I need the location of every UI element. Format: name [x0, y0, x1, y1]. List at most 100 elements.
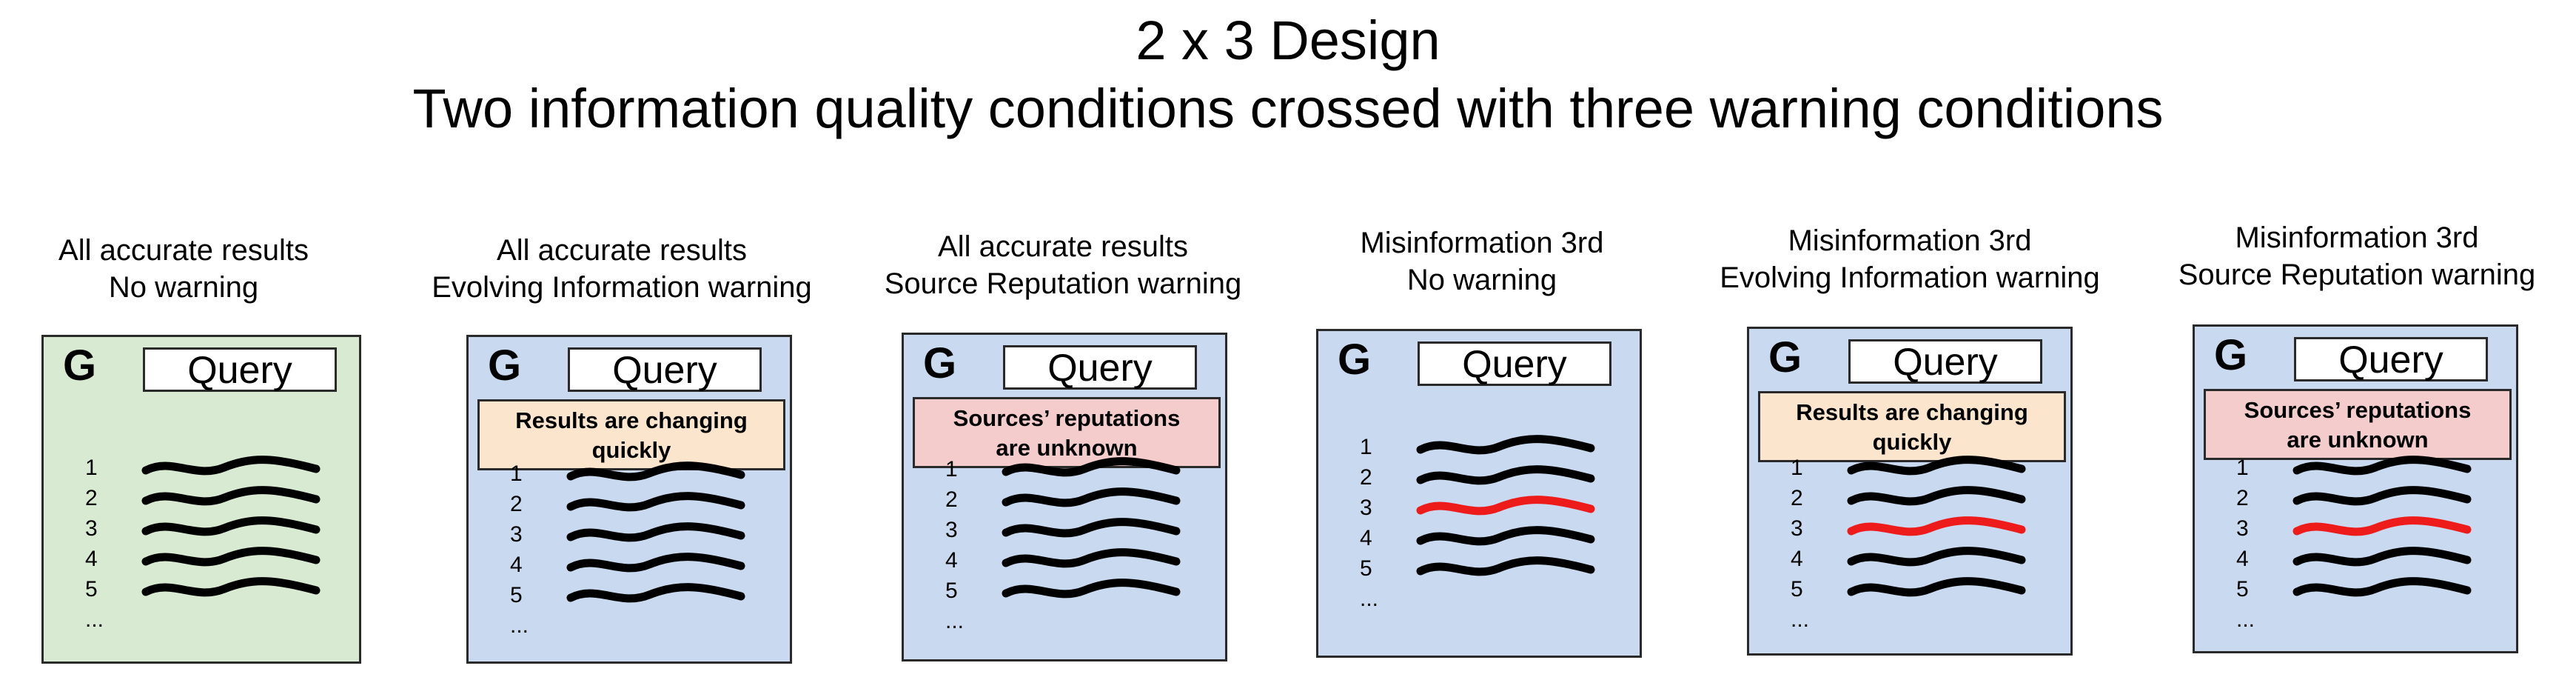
result-line — [141, 547, 321, 567]
rank-number: 5 — [2236, 577, 2249, 601]
warning-text: Results are changing — [1796, 399, 2028, 425]
result-lines — [2292, 456, 2472, 597]
rank-number: 1 — [85, 456, 98, 480]
result-line — [566, 461, 745, 481]
result-line — [2292, 486, 2472, 506]
warning-text: Sources’ reputations — [953, 405, 1181, 431]
rank-number: 4 — [1360, 526, 1372, 550]
warning-banner: Results are changing quickly — [477, 399, 785, 470]
result-lines — [1416, 435, 1595, 576]
result-line — [1002, 457, 1181, 477]
condition-label: All accurate results No warning — [0, 232, 480, 306]
query-box: Query — [1003, 345, 1197, 390]
query-box: Query — [1418, 341, 1611, 386]
condition-quality-label: Misinformation 3rd — [1788, 224, 2032, 257]
rank-number: 3 — [85, 516, 98, 541]
rank-number: 5 — [510, 583, 523, 607]
condition-warning-label: No warning — [1406, 264, 1557, 296]
query-box: Query — [143, 347, 337, 392]
result-lines — [1002, 457, 1181, 599]
condition-quality-label: Misinformation 3rd — [2235, 221, 2479, 254]
rank-number: 3 — [2236, 516, 2249, 541]
rank-number: 2 — [85, 486, 98, 510]
search-logo: G — [2214, 331, 2248, 379]
result-line — [1416, 435, 1595, 455]
rank-number: ... — [1360, 587, 1379, 611]
result-lines — [141, 456, 321, 597]
rank-number: ... — [510, 613, 529, 638]
rank-number: 2 — [510, 492, 523, 516]
result-line — [2292, 456, 2472, 476]
rank-number: 4 — [945, 548, 958, 573]
rank-number: 4 — [1791, 547, 1803, 571]
condition-warning-label: No warning — [108, 271, 259, 304]
rank-number: 1 — [2236, 456, 2249, 480]
condition-quality-label: All accurate results — [58, 234, 309, 267]
condition-warning-label: Evolving Information warning — [1720, 261, 2100, 294]
query-box: Query — [2294, 337, 2488, 381]
warning-text: quickly — [591, 437, 671, 463]
result-line — [141, 577, 321, 597]
result-lines — [566, 461, 745, 603]
query-box: Query — [1848, 339, 2042, 384]
rank-number: 2 — [1791, 486, 1803, 510]
result-line — [2292, 577, 2472, 597]
search-logo: G — [1768, 333, 1802, 381]
rank-number: 1 — [1791, 456, 1803, 480]
misinformation-result-line — [1847, 516, 2026, 536]
rank-number: 2 — [945, 487, 958, 512]
result-line — [1416, 465, 1595, 485]
diagram-title: 2 x 3 Design — [1136, 10, 1440, 71]
warning-text: Sources’ reputations — [2244, 397, 2472, 423]
warning-text: quickly — [1872, 429, 1952, 455]
condition-label: Misinformation 3rd No warning — [1186, 224, 1778, 299]
condition-warning-label: Evolving Information warning — [432, 271, 812, 304]
result-line — [1416, 526, 1595, 546]
result-line — [1847, 577, 2026, 597]
rank-number: 4 — [510, 553, 523, 577]
diagram-subtitle: Two information quality conditions cross… — [412, 78, 2164, 139]
result-line — [566, 583, 745, 603]
misinformation-result-line — [1416, 496, 1595, 516]
warning-text: are unknown — [996, 435, 1138, 461]
misinformation-result-line — [2292, 516, 2472, 536]
result-line — [1847, 547, 2026, 567]
rank-number: 2 — [1360, 465, 1372, 490]
result-line — [566, 522, 745, 542]
warning-text: are unknown — [2287, 427, 2429, 453]
rank-number: 3 — [1791, 516, 1803, 541]
result-line — [566, 492, 745, 512]
warning-banner: Results are changing quickly — [1758, 391, 2066, 462]
rank-number: 4 — [85, 547, 98, 571]
result-line — [1002, 487, 1181, 507]
rank-number: 5 — [1791, 577, 1803, 601]
result-line — [1002, 518, 1181, 538]
rank-number: 1 — [945, 457, 958, 481]
result-line — [141, 516, 321, 536]
result-line — [1416, 556, 1595, 576]
rank-number: 3 — [510, 522, 523, 547]
condition-warning-label: Source Reputation warning — [2178, 259, 2536, 291]
query-box: Query — [568, 347, 762, 392]
condition-quality-label: Misinformation 3rd — [1360, 227, 1604, 259]
warning-text: Results are changing — [515, 407, 748, 433]
result-lines — [1847, 456, 2026, 597]
rank-number: 3 — [945, 518, 958, 542]
result-line — [1002, 579, 1181, 599]
rank-number: 4 — [2236, 547, 2249, 571]
condition-quality-label: All accurate results — [938, 230, 1188, 263]
search-logo: G — [1338, 336, 1372, 384]
result-line — [566, 553, 745, 573]
rank-number: 2 — [2236, 486, 2249, 510]
